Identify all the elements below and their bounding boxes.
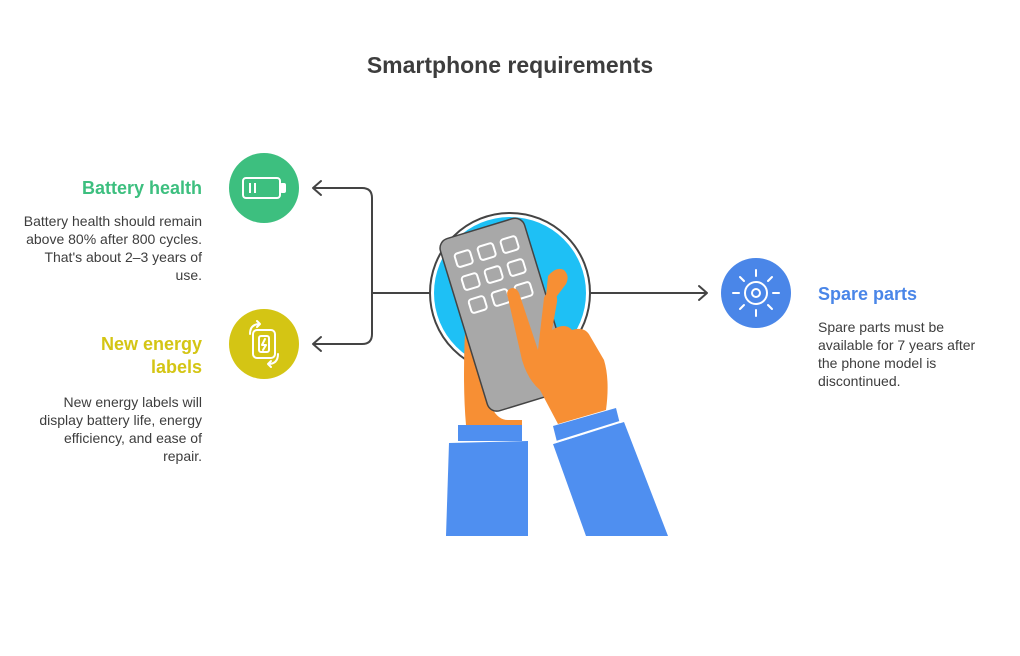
phone-keys — [453, 235, 534, 314]
connector-to-battery — [313, 187, 431, 294]
energy-labels-heading: New energy labels — [100, 334, 202, 377]
spare-node-circle — [721, 258, 791, 328]
battery-health-description: Battery health should remain above 80% a… — [23, 213, 202, 283]
spare-node — [721, 258, 791, 328]
connector-lines — [312, 180, 708, 352]
connector-to-energy — [313, 292, 373, 345]
right-hand — [507, 288, 608, 424]
battery-node — [229, 153, 299, 223]
gear-icon — [732, 269, 780, 317]
arrowhead-energy — [312, 336, 322, 352]
right-sleeve — [553, 422, 668, 536]
left-cuff — [458, 425, 522, 441]
left-sleeve — [446, 441, 528, 536]
arrowhead-spare — [698, 285, 708, 301]
right-cuff — [553, 408, 620, 442]
right-sleeve-seam — [552, 420, 624, 444]
energy-labels-description: New energy labels will display battery l… — [39, 394, 202, 464]
spare-parts-heading: Spare parts — [818, 284, 918, 304]
energy-label-icon — [249, 320, 279, 368]
energy-node — [229, 309, 299, 379]
spare-parts-description: Spare parts must be available for 7 year… — [818, 319, 976, 389]
right-thumb — [546, 268, 568, 300]
hand-phone-illustration — [429, 212, 668, 536]
battery-icon — [242, 177, 286, 199]
battery-health-heading: Battery health — [81, 178, 202, 198]
arrowhead-battery — [312, 180, 322, 196]
diagram-title: Smartphone requirements — [366, 52, 654, 78]
battery-node-circle — [229, 153, 299, 223]
